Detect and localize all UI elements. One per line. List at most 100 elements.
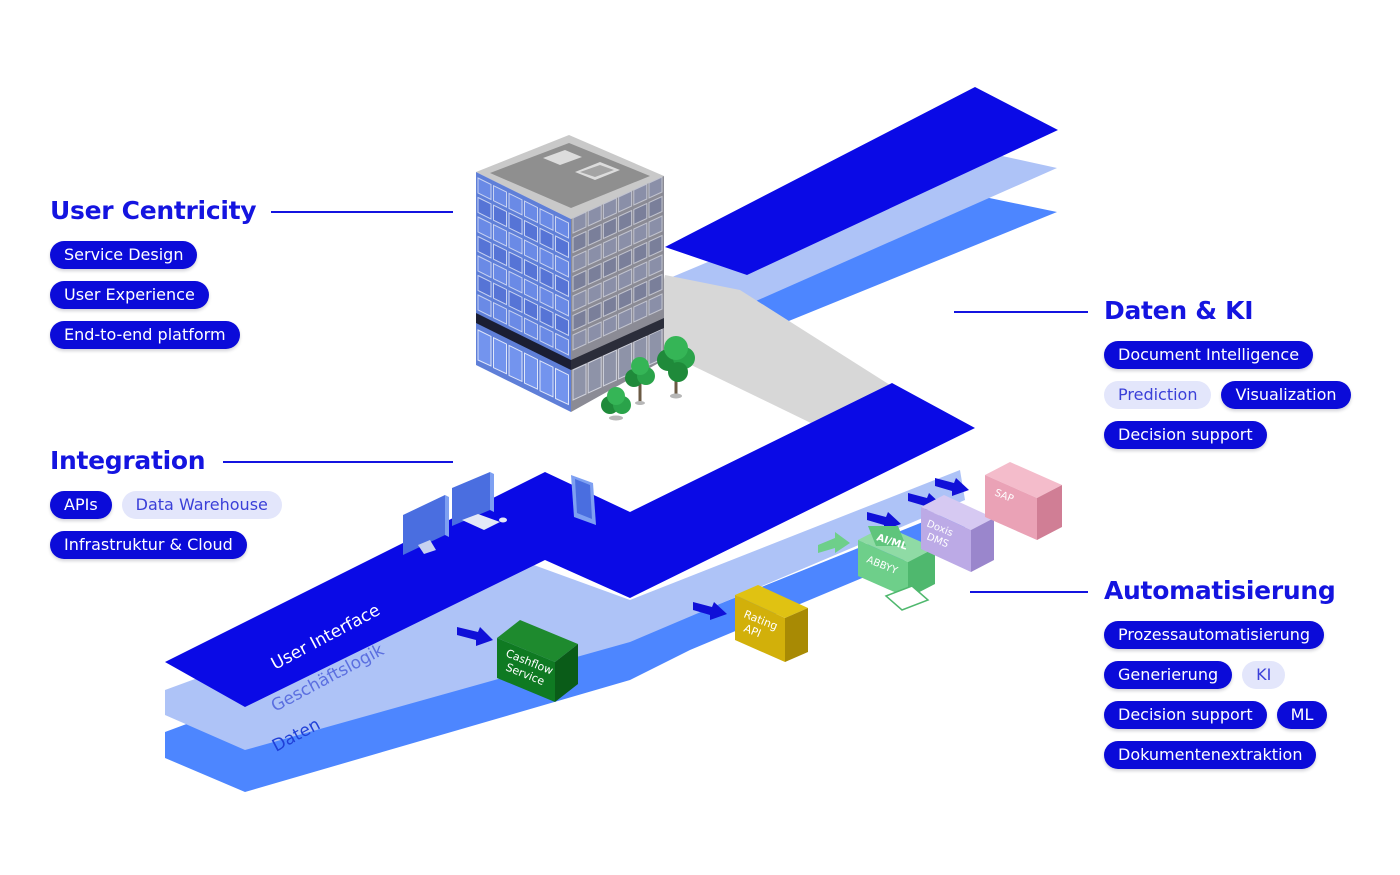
- window-pane: [493, 262, 507, 286]
- desktop-monitor-1: [403, 495, 449, 555]
- daten-ki-title: Daten & KI: [1104, 296, 1254, 325]
- window-pane: [539, 324, 554, 349]
- daten-ki-section: Daten & KI Document Intelligence Predict…: [1104, 296, 1351, 449]
- tablet-device: [571, 475, 596, 525]
- tag-dokumentenextraktion[interactable]: Dokumentenextraktion: [1104, 741, 1317, 769]
- arrow-to-cashflow: [457, 627, 493, 646]
- window-pane: [587, 262, 602, 286]
- tag-end-to-end-platform[interactable]: End-to-end platform: [50, 321, 240, 349]
- window-pane: [524, 317, 538, 341]
- tag-service-design[interactable]: Service Design: [50, 241, 198, 269]
- automatisierung-title: Automatisierung: [1104, 576, 1336, 605]
- window-pane: [539, 359, 554, 398]
- logic-layer: [165, 470, 965, 750]
- arrow-to-abbyy: [867, 512, 901, 530]
- window-pane: [477, 255, 492, 279]
- window-pane: [477, 294, 492, 318]
- window-pane: [633, 241, 648, 265]
- window-pane: [633, 183, 648, 206]
- window-pane: [539, 266, 554, 290]
- window-pane: [477, 274, 492, 298]
- window-pane: [539, 207, 554, 232]
- window-pane: [524, 200, 538, 224]
- window-pane: [618, 209, 633, 233]
- tag-infrastruktur-cloud[interactable]: Infrastruktur & Cloud: [50, 531, 247, 559]
- window-pane: [648, 195, 663, 219]
- window-pane: [539, 305, 554, 329]
- user-centricity-section: User Centricity Service Design User Expe…: [50, 196, 257, 349]
- window-pane: [633, 222, 648, 245]
- window-pane: [524, 219, 538, 243]
- window-pane: [493, 243, 507, 267]
- tag-ml[interactable]: ML: [1276, 701, 1328, 729]
- window-pane: [539, 227, 554, 251]
- window-pane: [633, 280, 648, 304]
- tag-generierung[interactable]: Generierung: [1104, 661, 1233, 689]
- tag-ki[interactable]: KI: [1242, 661, 1286, 689]
- window-pane: [524, 239, 538, 263]
- window-pane: [648, 293, 663, 316]
- integration-title: Integration: [50, 446, 206, 475]
- window-pane: [602, 255, 617, 279]
- tag-visualization[interactable]: Visualization: [1221, 381, 1351, 409]
- window-pane: [508, 290, 523, 314]
- rating-api-box: Rating API: [735, 585, 808, 662]
- window-pane: [648, 176, 663, 199]
- window-pane: [587, 301, 602, 325]
- window-pane: [572, 269, 587, 293]
- window-pane: [477, 177, 492, 201]
- tree-3: [601, 387, 631, 421]
- window-pane: [602, 314, 617, 337]
- window-pane: [572, 289, 587, 312]
- window-pane: [555, 293, 569, 317]
- window-pane: [572, 328, 587, 351]
- tag-apis[interactable]: APIs: [50, 491, 112, 519]
- tag-user-experience[interactable]: User Experience: [50, 281, 209, 309]
- tag-prozessautomatisierung[interactable]: Prozessautomatisierung: [1104, 621, 1325, 649]
- window-pane: [555, 332, 569, 356]
- automatisierung-connector: [970, 591, 1088, 593]
- window-pane: [618, 190, 633, 213]
- grey-plaza: [650, 275, 890, 425]
- window-pane: [508, 251, 523, 275]
- tag-prediction[interactable]: Prediction: [1104, 381, 1212, 409]
- rating-label-2: API: [742, 622, 763, 641]
- window-pane: [477, 196, 492, 220]
- window-pane: [633, 202, 648, 226]
- doxis-dms-box: Doxis DMS: [921, 495, 994, 572]
- window-pane: [524, 352, 538, 390]
- window-pane: [555, 274, 569, 298]
- window-pane: [555, 215, 569, 239]
- window-pane: [508, 231, 523, 255]
- window-pane: [493, 223, 507, 247]
- window-pane: [572, 308, 587, 332]
- window-pane: [602, 275, 617, 298]
- window-pane: [555, 254, 569, 278]
- integration-section: Integration APIs Data Warehouse Infrastr…: [50, 446, 282, 559]
- window-pane: [477, 235, 492, 259]
- window-pane: [587, 321, 602, 344]
- window-pane: [633, 300, 648, 323]
- window-pane: [587, 204, 602, 227]
- window-pane: [508, 309, 523, 333]
- window-pane: [493, 184, 507, 208]
- window-pane: [572, 363, 587, 401]
- tag-data-warehouse[interactable]: Data Warehouse: [121, 491, 282, 519]
- tag-decision-support-auto[interactable]: Decision support: [1104, 701, 1267, 729]
- window-pane: [524, 258, 538, 282]
- window-pane: [633, 261, 648, 284]
- back-ui-layer: [665, 87, 1058, 275]
- tree-2: [625, 357, 655, 405]
- window-pane: [524, 278, 538, 302]
- window-pane: [493, 336, 507, 375]
- tag-document-intelligence[interactable]: Document Intelligence: [1104, 341, 1314, 369]
- integration-connector: [223, 461, 453, 463]
- user-centricity-connector: [271, 211, 453, 213]
- tag-decision-support-ki[interactable]: Decision support: [1104, 421, 1267, 449]
- window-pane: [602, 197, 617, 220]
- window-pane: [555, 313, 569, 337]
- tree-1: [657, 336, 695, 399]
- window-pane: [587, 223, 602, 247]
- window-pane: [618, 248, 633, 272]
